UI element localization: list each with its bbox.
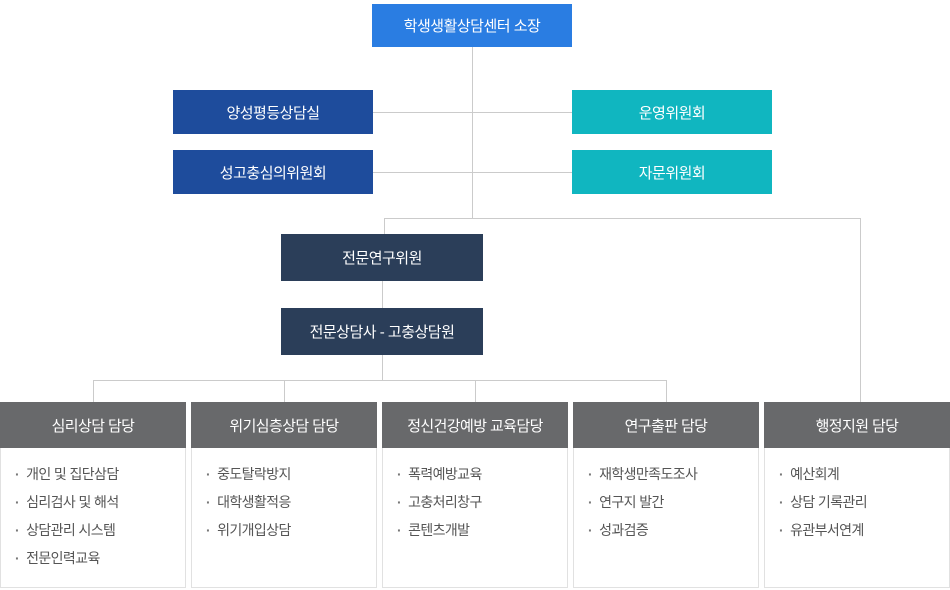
list-item: · 성과검증 xyxy=(588,516,748,544)
bullet-icon: · xyxy=(779,494,784,510)
bullet-icon: · xyxy=(15,466,20,482)
connector-line xyxy=(93,380,94,402)
bullet-icon: · xyxy=(15,522,20,538)
list-item: · 전문인력교육 xyxy=(15,544,175,572)
list-item-label: 연구지 발간 xyxy=(599,494,664,510)
dept-body: · 재학생만족도조사 · 연구지 발간 · 성과검증 xyxy=(573,448,759,588)
bullet-icon: · xyxy=(588,494,593,510)
dept-header: 정신건강예방 교육담당 xyxy=(382,402,568,448)
connector-line xyxy=(373,172,572,173)
connector-line xyxy=(666,380,667,402)
dept-header: 연구출판 담당 xyxy=(573,402,759,448)
list-item-label: 중도탈락방지 xyxy=(217,466,291,482)
list-item-label: 성과검증 xyxy=(599,522,649,538)
dept-column-mental-health-education: 정신건강예방 교육담당 · 폭력예방교육 · 고충처리창구 · 콘텐츠개발 xyxy=(382,402,568,588)
list-item: · 개인 및 집단삼담 xyxy=(15,460,175,488)
connector-line xyxy=(373,112,572,113)
connector-line xyxy=(384,218,861,219)
org-box-director: 학생생활상담센터 소장 xyxy=(372,4,572,47)
list-item-label: 심리검사 및 해석 xyxy=(26,494,119,510)
list-item-label: 재학생만족도조사 xyxy=(599,466,698,482)
list-item: · 상담관리 시스템 xyxy=(15,516,175,544)
dept-body: · 폭력예방교육 · 고충처리창구 · 콘텐츠개발 xyxy=(382,448,568,588)
connector-line xyxy=(284,380,285,402)
connector-line xyxy=(472,47,473,218)
list-item-label: 고충처리창구 xyxy=(408,494,482,510)
org-box-steering-committee: 운영위원회 xyxy=(572,90,772,134)
org-box-counselors: 전문상담사 - 고충상담원 xyxy=(281,308,483,355)
list-item: · 콘텐츠개발 xyxy=(397,516,557,544)
list-item: · 상담 기록관리 xyxy=(779,488,939,516)
list-item: · 위기개입상담 xyxy=(206,516,366,544)
bullet-icon: · xyxy=(397,494,402,510)
org-box-research-fellow: 전문연구위원 xyxy=(281,234,483,281)
org-box-advisory-committee: 자문위원회 xyxy=(572,150,772,194)
list-item: · 심리검사 및 해석 xyxy=(15,488,175,516)
list-item: · 고충처리창구 xyxy=(397,488,557,516)
list-item-label: 상담 기록관리 xyxy=(790,494,868,510)
list-item: · 연구지 발간 xyxy=(588,488,748,516)
dept-body: · 중도탈락방지 · 대학생활적응 · 위기개입상담 xyxy=(191,448,377,588)
bullet-icon: · xyxy=(397,522,402,538)
list-item: · 폭력예방교육 xyxy=(397,460,557,488)
list-item: · 유관부서연계 xyxy=(779,516,939,544)
bullet-icon: · xyxy=(206,494,211,510)
dept-column-research-publication: 연구출판 담당 · 재학생만족도조사 · 연구지 발간 · 성과검증 xyxy=(573,402,759,588)
org-box-sexual-grievance-committee: 성고충심의위원회 xyxy=(173,150,373,194)
list-item: · 재학생만족도조사 xyxy=(588,460,748,488)
connector-line xyxy=(860,218,861,402)
dept-column-psychological-counseling: 심리상담 담당 · 개인 및 집단삼담 · 심리검사 및 해석 · 상담관리 시스템 … xyxy=(0,402,186,588)
list-item-label: 폭력예방교육 xyxy=(408,466,482,482)
dept-header: 위기심층상담 담당 xyxy=(191,402,377,448)
connector-line xyxy=(384,218,385,234)
list-item: · 예산회계 xyxy=(779,460,939,488)
list-item-label: 개인 및 집단삼담 xyxy=(26,466,119,482)
org-box-gender-equality-counseling: 양성평등상담실 xyxy=(173,90,373,134)
bullet-icon: · xyxy=(397,466,402,482)
bullet-icon: · xyxy=(779,466,784,482)
bullet-icon: · xyxy=(206,522,211,538)
dept-header: 행정지원 담당 xyxy=(764,402,950,448)
list-item: · 대학생활적응 xyxy=(206,488,366,516)
list-item-label: 전문인력교육 xyxy=(26,550,100,566)
dept-header: 심리상담 담당 xyxy=(0,402,186,448)
connector-line xyxy=(475,380,476,402)
bullet-icon: · xyxy=(588,522,593,538)
connector-line xyxy=(382,355,383,380)
connector-line xyxy=(93,380,666,381)
dept-body: · 예산회계 · 상담 기록관리 · 유관부서연계 xyxy=(764,448,950,588)
list-item-label: 상담관리 시스템 xyxy=(26,522,116,538)
dept-body: · 개인 및 집단삼담 · 심리검사 및 해석 · 상담관리 시스템 · 전문인력교육 xyxy=(0,448,186,588)
bullet-icon: · xyxy=(206,466,211,482)
list-item-label: 콘텐츠개발 xyxy=(408,522,470,538)
dept-column-crisis-counseling: 위기심층상담 담당 · 중도탈락방지 · 대학생활적응 · 위기개입상담 xyxy=(191,402,377,588)
list-item-label: 위기개입상담 xyxy=(217,522,291,538)
list-item: · 중도탈락방지 xyxy=(206,460,366,488)
list-item-label: 예산회계 xyxy=(790,466,840,482)
list-item-label: 유관부서연계 xyxy=(790,522,864,538)
connector-line xyxy=(382,281,383,308)
bullet-icon: · xyxy=(15,494,20,510)
dept-column-administrative-support: 행정지원 담당 · 예산회계 · 상담 기록관리 · 유관부서연계 xyxy=(764,402,950,588)
bullet-icon: · xyxy=(15,550,20,566)
bullet-icon: · xyxy=(588,466,593,482)
bullet-icon: · xyxy=(779,522,784,538)
list-item-label: 대학생활적응 xyxy=(217,494,291,510)
